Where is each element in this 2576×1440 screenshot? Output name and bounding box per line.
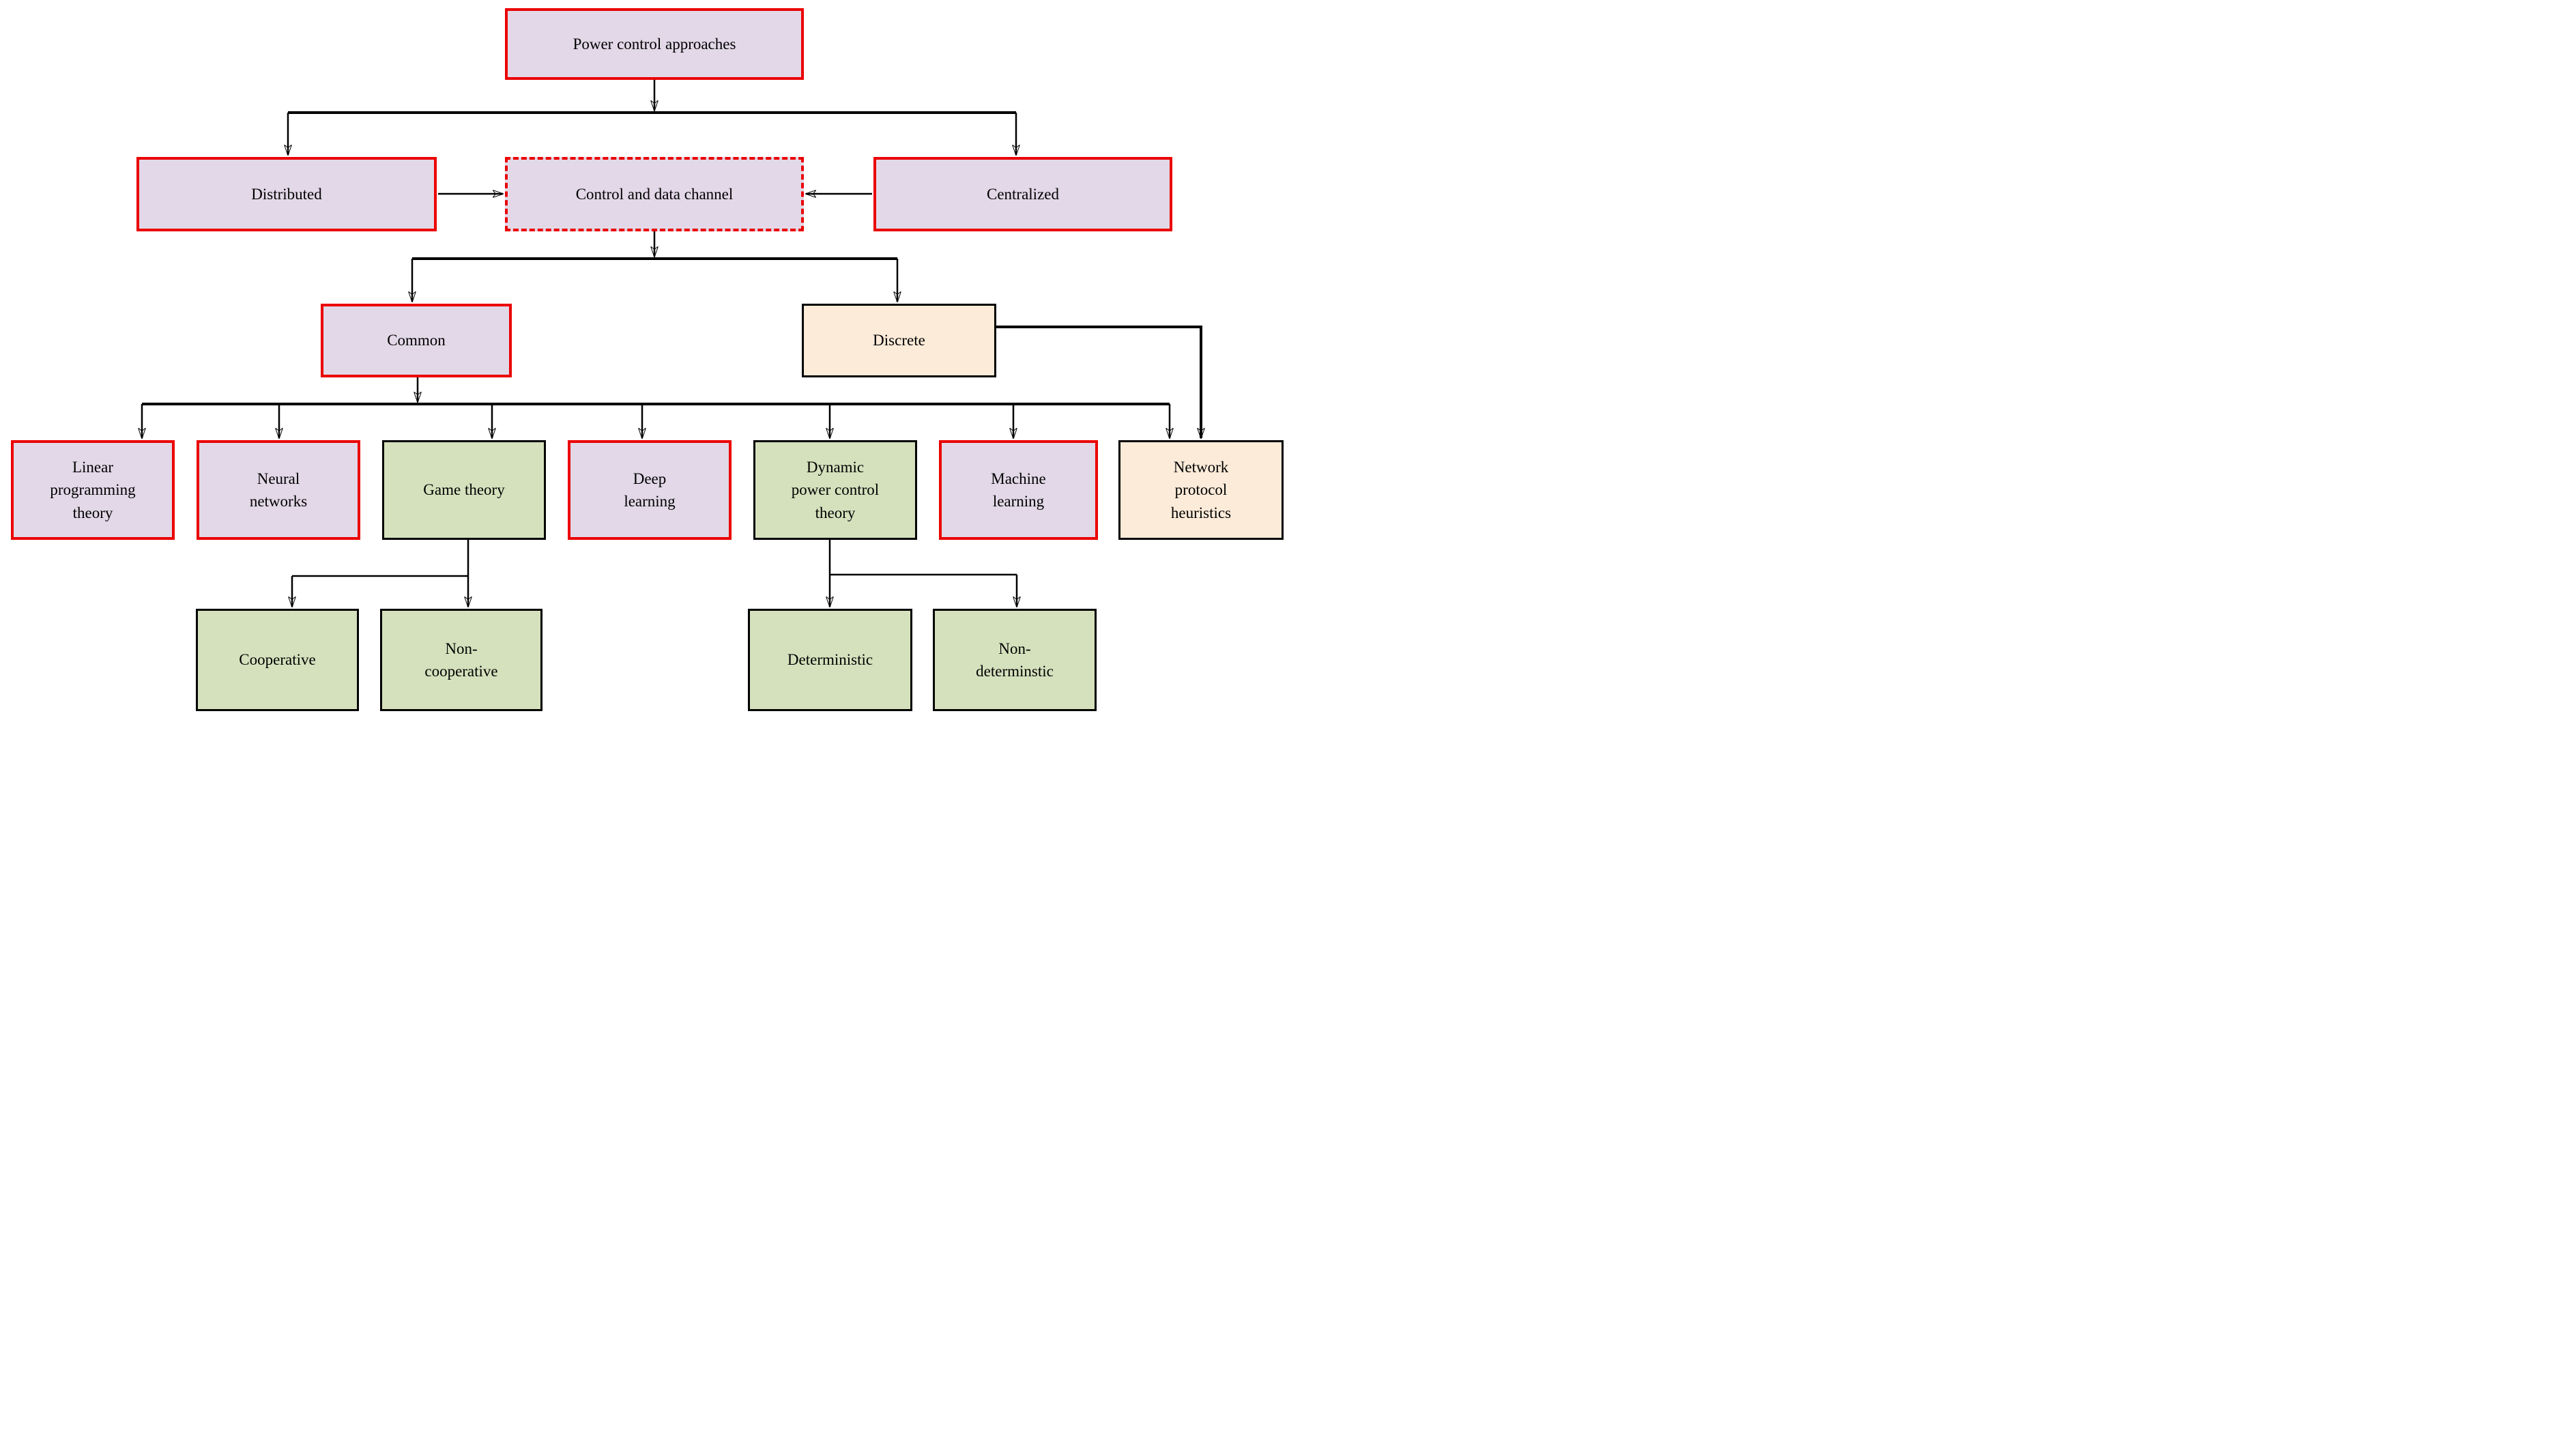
node-discrete: Discrete [802, 304, 996, 377]
node-common: Common [321, 304, 512, 377]
node-non-cooperative: Non- cooperative [380, 609, 542, 711]
node-label: Machine learning [991, 470, 1046, 510]
node-non-deterministic: Non- determinstic [933, 609, 1097, 711]
node-linear-programming-theory: Linear programming theory [11, 440, 175, 540]
node-game-theory: Game theory [382, 440, 546, 540]
node-cooperative: Cooperative [196, 609, 359, 711]
node-label: Discrete [873, 332, 925, 349]
node-dynamic-power-control-theory: Dynamic power control theory [753, 440, 917, 540]
node-label: Cooperative [239, 651, 316, 669]
edge-discrete-to-network-protocol [996, 326, 1201, 438]
node-label: Control and data channel [575, 185, 734, 203]
node-label: Distributed [251, 185, 322, 203]
node-label: Power control approaches [573, 35, 736, 53]
node-network-protocol-heuristics: Network protocol heuristics [1118, 440, 1284, 540]
node-label: Centralized [986, 185, 1059, 203]
node-centralized: Centralized [873, 157, 1172, 231]
node-power-control-approaches: Power control approaches [505, 8, 804, 80]
node-label: Non- determinstic [976, 639, 1054, 680]
node-label: Deterministic [787, 651, 873, 669]
node-label: Common [387, 332, 446, 349]
node-label: Dynamic power control theory [791, 458, 880, 521]
flowchart-power-control-approaches: Power control approaches Distributed Con… [0, 0, 1288, 720]
node-label: Neural networks [249, 470, 308, 510]
node-label: Non- cooperative [424, 639, 498, 680]
node-machine-learning: Machine learning [939, 440, 1098, 540]
node-label: Deep learning [624, 470, 676, 510]
node-neural-networks: Neural networks [197, 440, 360, 540]
connector-layer [0, 80, 1288, 720]
node-label: Network protocol heuristics [1170, 458, 1232, 521]
node-label: Game theory [423, 481, 505, 499]
node-label: Linear programming theory [50, 458, 136, 521]
node-deterministic: Deterministic [748, 609, 912, 711]
node-deep-learning: Deep learning [568, 440, 732, 540]
node-distributed: Distributed [136, 157, 437, 231]
node-control-and-data-channel: Control and data channel [505, 157, 804, 231]
